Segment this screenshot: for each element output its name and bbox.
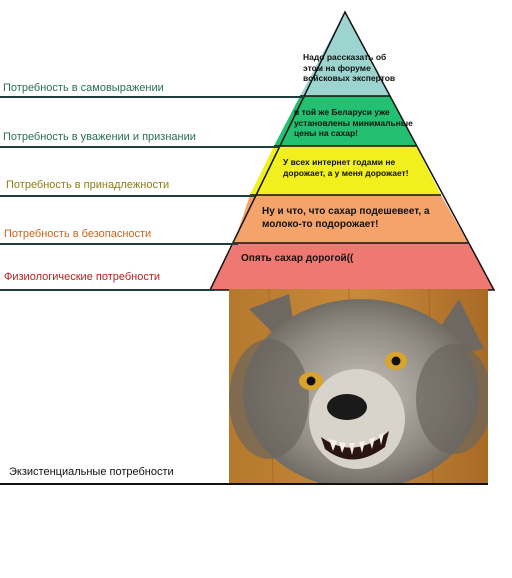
leader-line-self-actualization <box>0 96 305 98</box>
tier-belonging <box>250 146 441 195</box>
tier-physiological <box>210 243 494 290</box>
label-esteem: Потребность в уважении и признании <box>3 131 196 143</box>
maslow-pyramid <box>208 10 496 291</box>
label-belonging: Потребность в принадлежности <box>6 179 170 191</box>
label-self-actualization: Потребность в самовыражении <box>3 82 164 94</box>
wolf-photo <box>229 289 488 483</box>
label-existential: Экзистенциальные потребности <box>9 466 174 478</box>
label-physiological: Физиологические потребности <box>4 271 161 283</box>
tier-safety <box>234 195 468 243</box>
leader-line-safety <box>0 243 238 245</box>
tier-self-actualization <box>300 12 390 96</box>
leader-line-belonging <box>0 195 255 197</box>
leader-line-physiological <box>0 289 214 291</box>
tier-esteem <box>274 96 416 146</box>
tier-text-safety: Ну и что, что сахар подешевеет, а молоко… <box>262 206 430 230</box>
leader-line-esteem <box>0 146 280 148</box>
tier-text-self-actualization: Надо рассказать об этом на форуме войско… <box>303 52 396 84</box>
tier-text-physiological: Опять сахар дорогой(( <box>241 253 354 264</box>
label-safety: Потребность в безопасности <box>4 228 152 240</box>
base-line <box>0 483 488 485</box>
tier-text-esteem: в той же Беларуси уже установлены минима… <box>294 107 413 139</box>
tier-text-belonging: У всех интернет годами не дорожает, а у … <box>283 157 409 178</box>
